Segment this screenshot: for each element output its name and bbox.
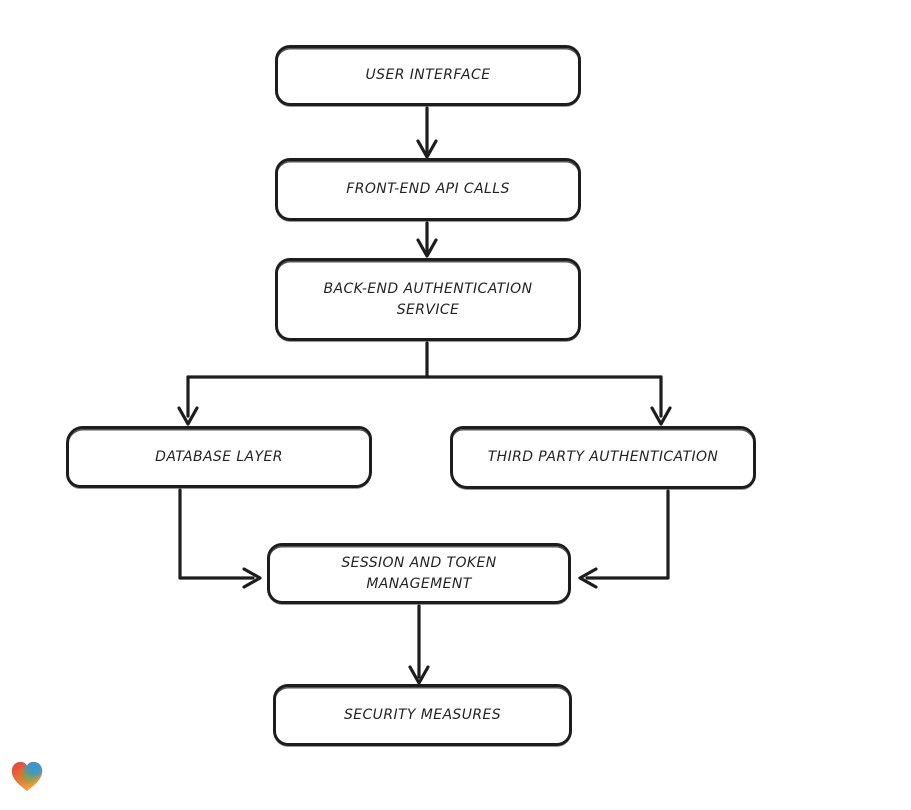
edge-user-interface-to-front-end-api-calls xyxy=(416,106,438,159)
arrowhead-down-icon xyxy=(416,139,438,159)
node-label: SESSION AND TOKEN MANAGEMENT xyxy=(341,554,497,592)
node-session-and-token-management: SESSION AND TOKEN MANAGEMENT xyxy=(267,543,571,604)
edge-back-end-authentication-service-split xyxy=(177,341,672,426)
node-security-measures: SECURITY MEASURES xyxy=(273,684,572,746)
arrowhead-down-icon xyxy=(416,238,438,258)
node-third-party-authentication: THIRD PARTY AUTHENTICATION xyxy=(450,426,756,489)
arrowhead-down-icon xyxy=(408,665,430,685)
arrowhead-left-icon xyxy=(578,567,598,589)
node-database-layer: DATABASE LAYER xyxy=(66,426,372,488)
node-label: DATABASE LAYER xyxy=(155,448,283,465)
arrowhead-down-icon xyxy=(177,406,199,426)
edge-session-and-token-management-to-security-measures xyxy=(408,604,430,685)
edge-front-end-api-calls-to-back-end-authentication-service xyxy=(416,221,438,258)
edge-database-layer-to-session-and-token-management xyxy=(178,488,262,589)
heart-icon xyxy=(11,761,43,792)
node-label: SECURITY MEASURES xyxy=(343,706,502,723)
node-label: BACK-END AUTHENTICATION SERVICE xyxy=(323,280,533,318)
node-front-end-api-calls: FRONT-END API CALLS xyxy=(275,158,581,221)
gradient-heart-logo[interactable] xyxy=(9,759,45,795)
edge-third-party-authentication-to-session-and-token-management xyxy=(578,489,670,589)
arrowhead-right-icon xyxy=(242,567,262,589)
node-label: FRONT-END API CALLS xyxy=(346,181,510,197)
arrowhead-down-icon xyxy=(650,406,672,426)
node-label: THIRD PARTY AUTHENTICATION xyxy=(487,449,719,465)
node-label: USER INTERFACE xyxy=(365,67,491,83)
node-user-interface: USER INTERFACE xyxy=(275,45,581,106)
node-back-end-authentication-service: BACK-END AUTHENTICATION SERVICE xyxy=(275,258,581,341)
